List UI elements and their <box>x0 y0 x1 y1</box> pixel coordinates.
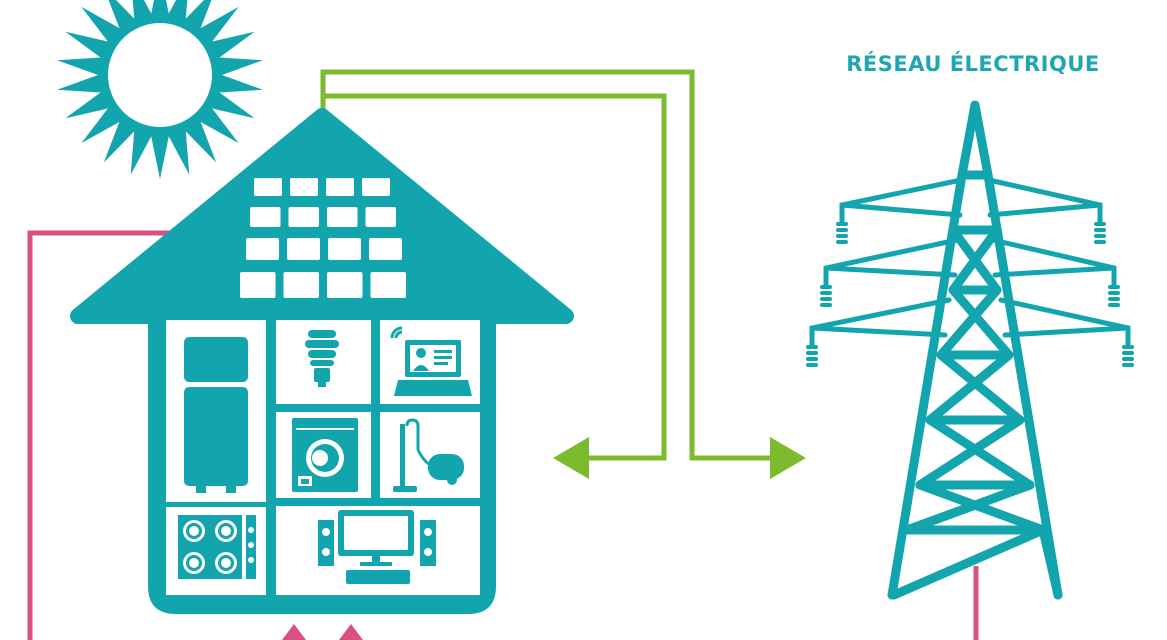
solar-cell <box>246 238 279 260</box>
solar-cell <box>327 207 358 227</box>
insulator <box>820 303 832 307</box>
insulator <box>806 357 818 361</box>
grid-title: RÉSEAU ÉLECTRIQUE <box>846 52 1100 76</box>
vacuum-cleaner-icon <box>393 418 464 492</box>
arrow-up-icon <box>282 624 306 640</box>
insulator <box>820 291 832 295</box>
insulator <box>1122 357 1134 361</box>
refrigerator-icon <box>184 337 248 493</box>
laptop-icon <box>390 326 472 396</box>
insulator <box>1122 345 1134 349</box>
insulator <box>1108 303 1120 307</box>
solar-cell <box>365 207 396 227</box>
solar-cell <box>250 207 281 227</box>
solar-cell <box>370 272 406 298</box>
cooktop-icon <box>178 515 256 579</box>
power-pylon-icon <box>806 100 1134 600</box>
insulator <box>1094 228 1106 232</box>
washing-machine-icon <box>292 418 358 492</box>
solar-cell <box>328 238 361 260</box>
burner <box>221 526 231 536</box>
insulator <box>836 240 848 244</box>
pink-lines <box>27 230 979 640</box>
insulator <box>1108 285 1120 289</box>
insulator <box>1094 222 1106 226</box>
insulator <box>836 228 848 232</box>
insulator <box>1108 291 1120 295</box>
solar-cell <box>240 272 276 298</box>
solar-cell <box>327 272 363 298</box>
burner <box>189 526 199 536</box>
solar-cell <box>254 178 282 196</box>
arrow-left-icon <box>553 437 589 479</box>
solar-cell <box>326 178 354 196</box>
solar-cell <box>362 178 390 196</box>
arrow-right-icon <box>770 437 806 479</box>
television-icon <box>338 510 414 584</box>
solar-cell <box>369 238 402 260</box>
insulator <box>806 363 818 367</box>
lightbulb-icon <box>305 330 339 387</box>
burner <box>221 558 231 568</box>
insulator <box>1122 363 1134 367</box>
insulator <box>806 351 818 355</box>
insulator <box>1094 240 1106 244</box>
insulator <box>820 297 832 301</box>
insulator <box>836 222 848 226</box>
insulator <box>836 234 848 238</box>
insulator <box>820 285 832 289</box>
solar-cell <box>287 238 320 260</box>
arrow-up-icon <box>339 624 363 640</box>
solar-cell <box>283 272 319 298</box>
solar-panel-icon <box>240 178 406 298</box>
insulator <box>806 345 818 349</box>
burner <box>189 558 199 568</box>
insulator <box>1094 234 1106 238</box>
solar-cell <box>290 178 318 196</box>
sun-icon <box>57 0 263 179</box>
solar-cell <box>288 207 319 227</box>
grid-connection-lines <box>320 69 780 461</box>
speaker-icon <box>318 520 436 566</box>
insulator <box>1122 351 1134 355</box>
insulator <box>1108 297 1120 301</box>
